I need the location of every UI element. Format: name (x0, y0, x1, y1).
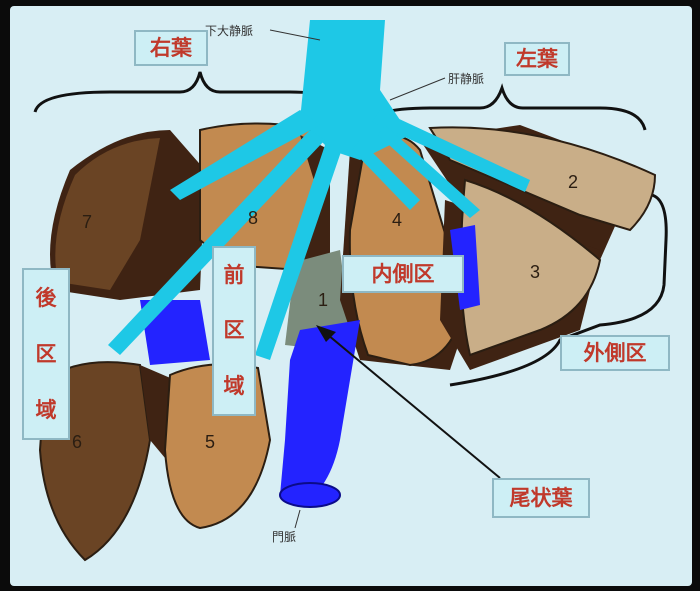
segment-number-2: 2 (568, 172, 579, 192)
anterior-segment-char-2: 区 (223, 318, 245, 343)
lateral-segment-brace (449, 193, 668, 387)
segment-7-face (55, 138, 160, 290)
portal-vein-branch-right (140, 300, 210, 365)
lateral-segment-label-box: 外側区 (560, 335, 670, 371)
caudate-arrow-head (316, 325, 336, 342)
hepatic-vein-right (170, 110, 320, 200)
posterior-segment-char-1: 後 (35, 285, 57, 310)
segment-number-3: 3 (530, 262, 541, 282)
portal-vein-pointer-line (294, 509, 301, 529)
segment-2-shape (428, 126, 657, 232)
left-lobe-label-box: 左葉 (504, 42, 570, 76)
caudate-lobe-label: 尾状葉 (509, 485, 573, 510)
segment-number-5: 5 (205, 432, 216, 452)
portal-vein (280, 320, 360, 505)
caudate-lobe-label-box: 尾状葉 (492, 478, 590, 518)
posterior-segment-char-3: 域 (35, 397, 57, 422)
hepatic-vein-label: 肝静脈 (448, 72, 485, 86)
ivc-label: 下大静脈 (205, 24, 254, 38)
segment-number-8: 8 (248, 208, 259, 228)
segment-number-1: 1 (318, 290, 329, 310)
anterior-segment-char-3: 域 (223, 373, 245, 398)
hepatic-vein-left-lower (378, 125, 480, 218)
hepatic-vein-posterior (108, 130, 325, 355)
portal-vein-end (279, 482, 341, 508)
right-lobe-label-box: 右葉 (134, 30, 208, 66)
hepatic-vein-middle (255, 130, 345, 360)
medial-segment-label-box: 内側区 (342, 255, 464, 293)
left-lobe-label: 左葉 (516, 46, 558, 71)
right-lobe-label: 右葉 (150, 35, 192, 60)
hepatic-vein-left-upper (372, 110, 530, 192)
hepatic-vein-pointer-line (389, 77, 446, 101)
right-lobe-brace (33, 71, 350, 113)
anterior-segment-label-box: 前 区 域 (212, 246, 256, 416)
anterior-segment-char-1: 前 (223, 263, 245, 288)
caudate-arrow-line (321, 329, 501, 479)
lateral-segment-label: 外側区 (583, 340, 647, 365)
segment-number-6: 6 (72, 432, 83, 452)
portal-vein-label: 門脈 (272, 530, 297, 544)
hepatic-vein-left-mid (352, 140, 420, 210)
posterior-segment-char-2: 区 (35, 341, 57, 366)
segment-number-4: 4 (392, 210, 403, 230)
medial-segment-label: 内側区 (371, 261, 435, 286)
segment-number-7: 7 (82, 212, 93, 232)
ivc-pointer-line (269, 29, 321, 41)
posterior-segment-label-box: 後 区 域 (22, 268, 70, 440)
